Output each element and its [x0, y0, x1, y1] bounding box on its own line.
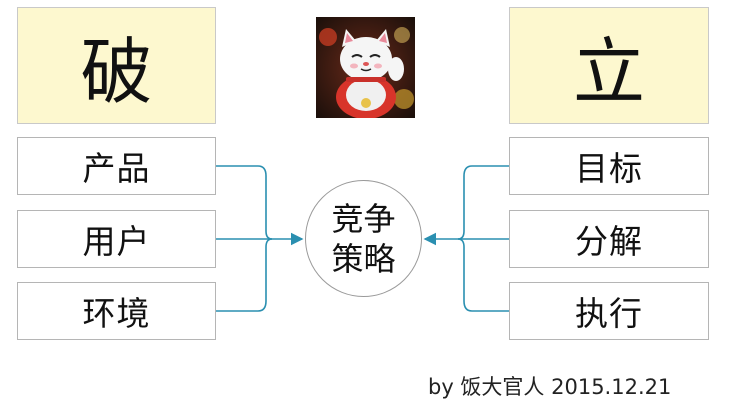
center-line-2: 策略	[331, 239, 396, 278]
lucky-cat-photo-icon	[316, 17, 415, 118]
left-item-label: 用户	[82, 222, 151, 261]
right-connector-bracket	[457, 238, 509, 312]
author-credit: by 饭大官人 2015.12.21	[428, 375, 672, 399]
left-item-label: 环境	[82, 294, 151, 333]
right-item-label: 分解	[575, 222, 643, 261]
left-heading: 破	[80, 30, 153, 114]
left-connector-bracket	[216, 238, 273, 312]
left-item-product: 产品	[17, 137, 216, 195]
left-item-label: 产品	[82, 149, 151, 188]
right-item-decompose: 分解	[509, 210, 709, 268]
right-item-execute: 执行	[509, 282, 709, 340]
left-heading-box: 破	[17, 7, 216, 124]
right-heading-box: 立	[509, 7, 709, 124]
right-item-label: 执行	[575, 294, 643, 333]
left-item-user: 用户	[17, 210, 216, 268]
left-item-environment: 环境	[17, 282, 216, 340]
right-item-label: 目标	[575, 149, 643, 188]
left-connector-bracket	[216, 165, 273, 240]
center-circle: 竞争 策略	[305, 180, 422, 297]
right-connector-bracket	[457, 165, 509, 240]
right-item-goal: 目标	[509, 137, 709, 195]
right-heading: 立	[572, 30, 645, 114]
center-line-1: 竞争	[331, 199, 396, 238]
